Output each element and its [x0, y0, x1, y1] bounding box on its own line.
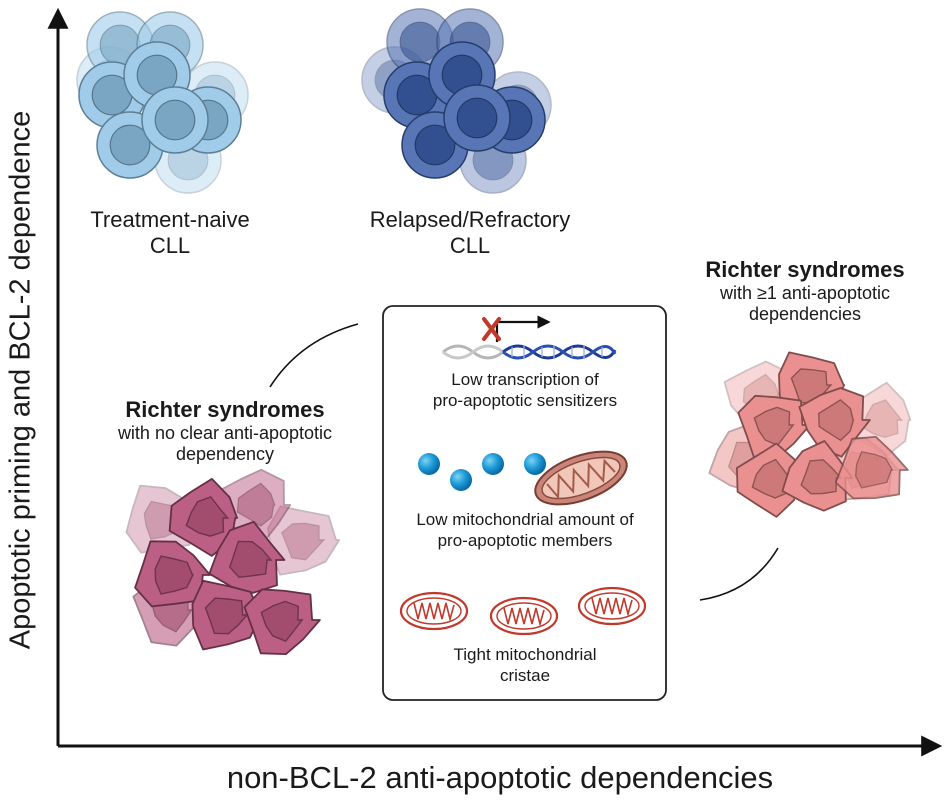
richter-no-dependency-cluster — [125, 468, 340, 655]
cell-nucleus-icon — [109, 124, 151, 166]
richter-dependency-title: Richter syndromes — [705, 257, 905, 282]
mechanism-1-line1: Low transcription of — [451, 370, 599, 389]
mechanism-3-line2: cristae — [499, 665, 551, 685]
treatment-naive-cluster — [76, 11, 249, 194]
cell-nucleus-icon — [185, 496, 230, 537]
mechanism-1-line2: pro-apoptotic sensitizers — [432, 390, 618, 410]
relapsed-line2: CLL — [449, 232, 491, 258]
relapsed-cluster — [361, 8, 552, 194]
cell-nucleus-icon — [260, 600, 304, 643]
cell-nucleus-icon — [800, 459, 843, 495]
cell-nucleus-icon — [154, 99, 196, 141]
cell-nucleus-icon — [281, 522, 326, 561]
x-axis-label: non-BCL-2 anti-apoptotic dependencies — [226, 760, 774, 795]
richter-no-dependency-title: Richter syndromes — [125, 397, 325, 422]
cell-nucleus-icon — [818, 399, 855, 442]
richter-no-dependency-label: Richter syndromes with no clear anti-apo… — [80, 397, 370, 465]
dna-helix-icon — [442, 344, 617, 360]
treatment-naive-line1: Treatment-naive — [90, 207, 250, 232]
mechanism-3-line1: Tight mitochondrial — [453, 645, 597, 664]
mechanism-caption-cristae: Tight mitochondrial cristae — [390, 645, 660, 686]
cell-nucleus-icon — [399, 21, 441, 63]
connector-arc-right — [699, 547, 779, 601]
mechanism-2-line1: Low mitochondrial amount of — [416, 510, 634, 529]
richter-no-dependency-line1: with no clear anti-apoptotic — [117, 422, 333, 443]
richter-dependency-label: Richter syndromes with ≥1 anti-apoptotic… — [680, 257, 930, 325]
cell-nucleus-icon — [204, 597, 249, 635]
mechanism-2-line2: pro-apoptotic members — [437, 530, 613, 550]
inhibition-x-icon — [482, 317, 501, 341]
richter-no-dependency-line2: dependency — [175, 444, 275, 465]
relapsed-line1: Relapsed/Refractory — [369, 207, 571, 232]
richter-dependency-line2: dependencies — [748, 304, 862, 325]
cell-nucleus-icon — [456, 97, 498, 139]
cell-nucleus-icon — [236, 482, 276, 527]
cell-nucleus-icon — [753, 406, 795, 447]
treatment-naive-line2: CLL — [149, 232, 191, 258]
mitochondrion-icon — [534, 450, 628, 506]
richter-dependency-line1: with ≥1 anti-apoptotic — [720, 282, 890, 303]
cell-nucleus-icon — [154, 555, 195, 595]
cell-nucleus-icon — [751, 458, 793, 499]
tight-cristae-mitochondria-icons — [399, 586, 647, 636]
y-axis-label: Apoptotic priming and BCL-2 dependence — [4, 110, 37, 650]
connector-arc-left — [269, 323, 359, 388]
cell-nucleus-icon — [414, 124, 456, 166]
cell-nucleus-icon — [229, 540, 273, 579]
mechanism-caption-mitochondrial-amount: Low mitochondrial amount of pro-apoptoti… — [390, 510, 660, 551]
richter-dependency-cluster — [708, 351, 912, 518]
relapsed-label: Relapsed/Refractory CLL — [340, 207, 600, 259]
cell-nucleus-icon — [854, 451, 894, 489]
cell-nucleus-icon — [861, 399, 903, 438]
treatment-naive-label: Treatment-naive CLL — [70, 207, 270, 259]
mechanism-caption-transcription: Low transcription of pro-apoptotic sensi… — [390, 370, 660, 411]
protein-sphere-icons — [418, 453, 546, 491]
mechanisms-box — [382, 305, 667, 701]
